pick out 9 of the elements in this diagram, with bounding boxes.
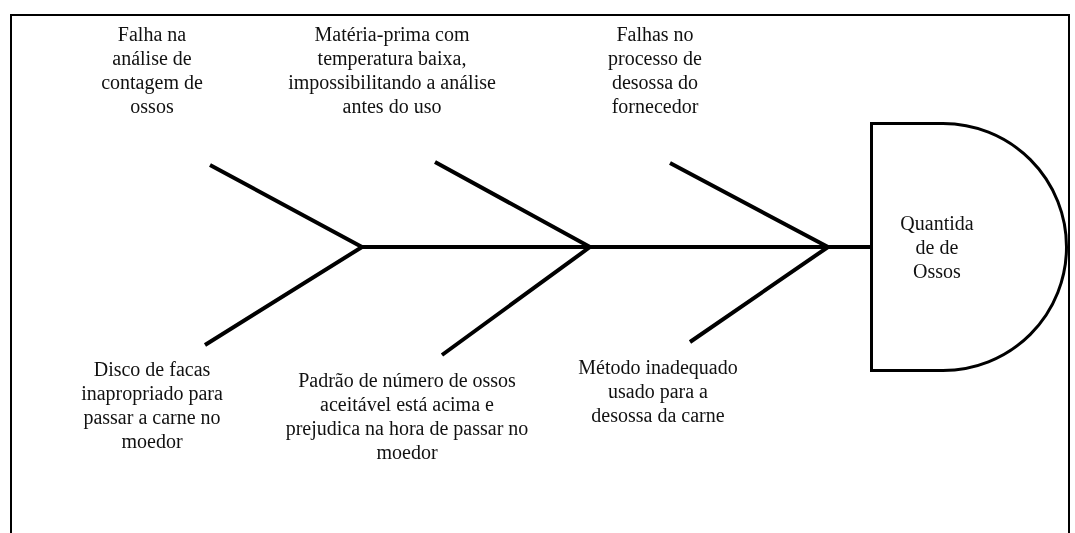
fishbone-line bbox=[688, 245, 870, 344]
head-shape bbox=[870, 122, 1068, 372]
effect-label: Quantida de de Ossos bbox=[899, 211, 975, 283]
cause-label: Matéria-prima com temperatura baixa, impossibilitando a análise antes do uso bbox=[272, 22, 512, 118]
cause-label: Falha na análise de contagem de ossos bbox=[88, 22, 216, 118]
cause-label: Disco de facas inapropriado para passar a carne no moedor bbox=[62, 357, 242, 453]
cause-label: Método inadequado usado para a desossa da carne bbox=[578, 355, 738, 427]
cause-label: Padrão de número de ossos aceitável está acima e prejudica na hora de passar no moedor bbox=[282, 368, 532, 464]
cause-label: Falhas no processo de desossa do fornecedor bbox=[580, 22, 730, 118]
